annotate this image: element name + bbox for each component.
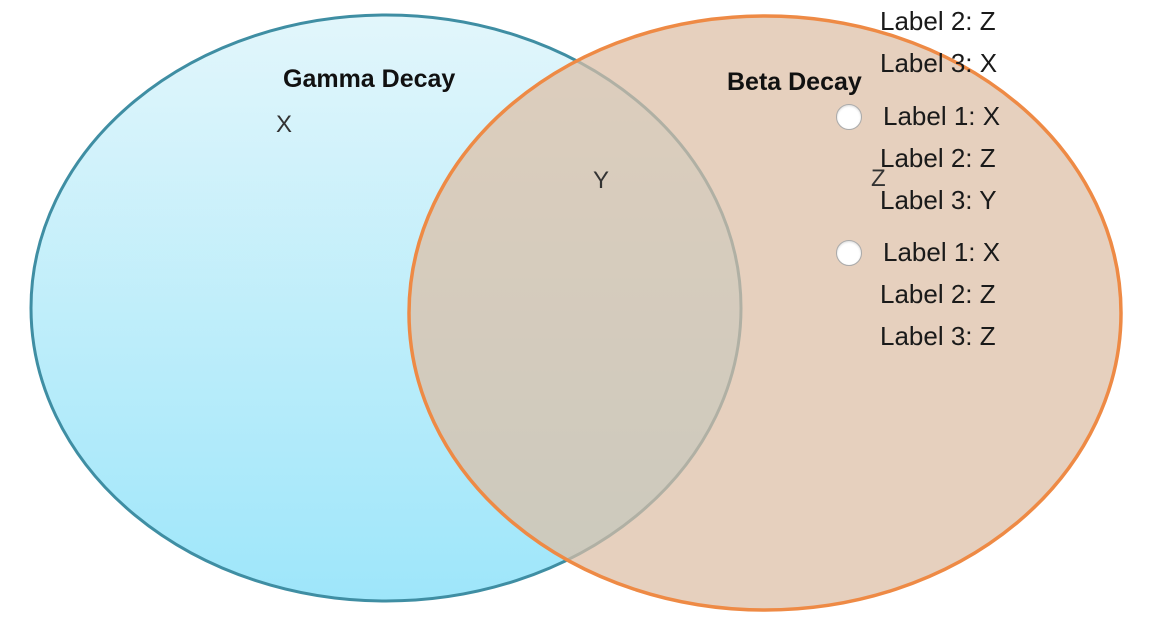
option-line: Label 1: X [883, 237, 1001, 267]
gamma-decay-title: Gamma Decay [283, 65, 456, 93]
option-line: Label 2: Z [880, 279, 996, 309]
option-line: Label 3: Z [880, 321, 996, 351]
option-line: Label 1: X [883, 101, 1001, 131]
beta-decay-circle [407, 14, 1123, 612]
radio-button[interactable] [836, 104, 862, 130]
option-line: Label 2: Z [880, 6, 996, 36]
option-line: Label 2: Z [880, 143, 996, 173]
beta-label: Z [871, 165, 886, 192]
gamma-label: X [276, 111, 293, 138]
overlap-label: Y [593, 167, 610, 194]
option-line: Label 3: X [880, 48, 998, 78]
beta-decay-title: Beta Decay [727, 68, 862, 96]
radio-button[interactable] [836, 240, 862, 266]
option-line: Label 3: Y [880, 185, 997, 215]
